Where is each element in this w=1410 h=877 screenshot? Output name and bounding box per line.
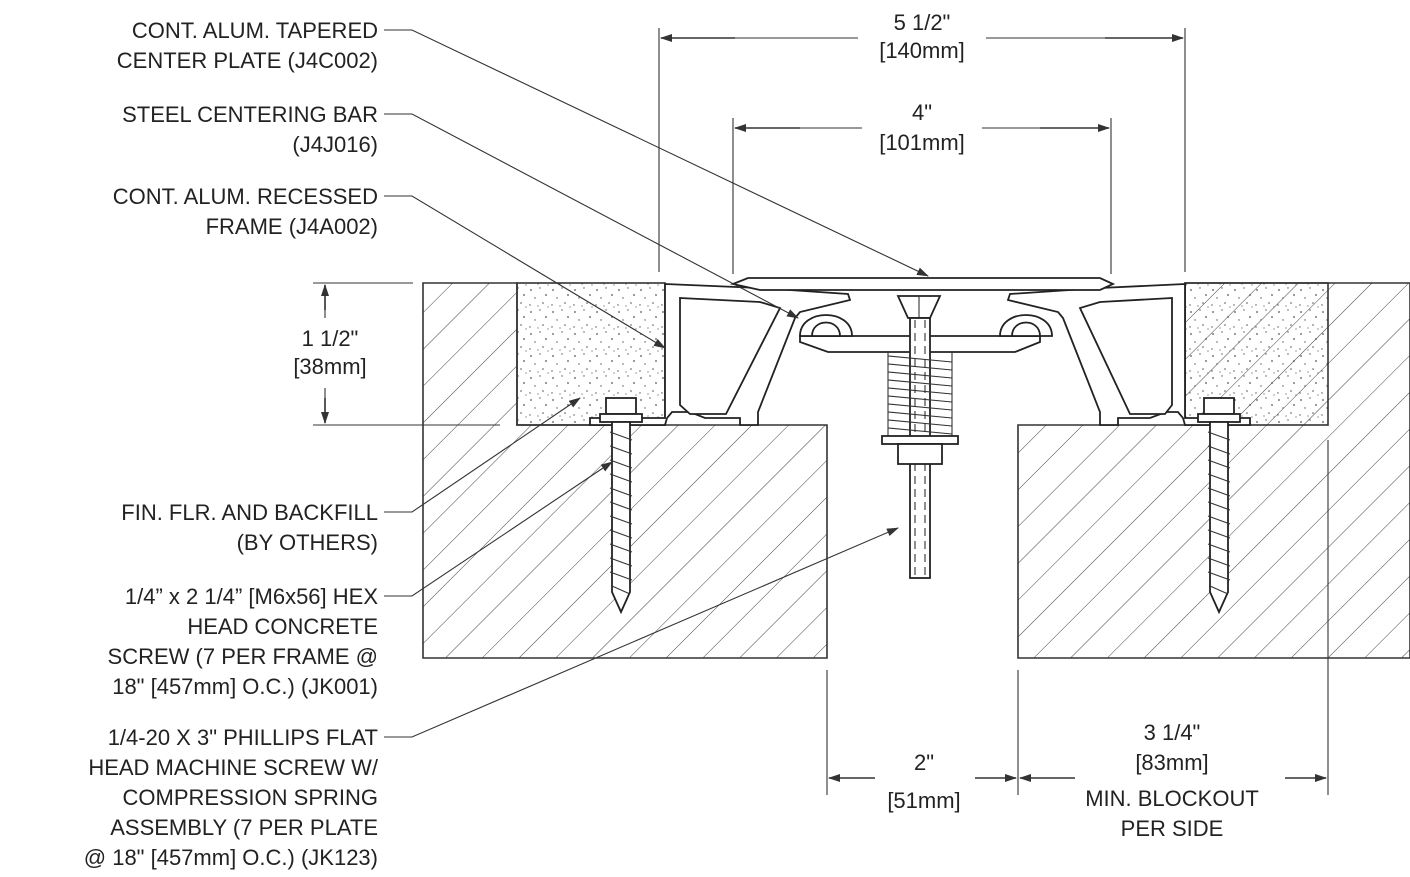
dim-plate-width-value: 4" [912, 100, 932, 125]
callout-recessed-frame-line-1: CONT. ALUM. RECESSED [113, 184, 378, 209]
compression-spring [887, 352, 953, 436]
dim-plate-width-metric: [101mm] [879, 130, 965, 155]
recessed-frame-right [1006, 283, 1251, 426]
callout-recessed-frame-line-2: FRAME (J4A002) [206, 214, 378, 239]
dim-blockout-note-1: MIN. BLOCKOUT [1085, 786, 1259, 811]
concrete-screw-left [599, 397, 643, 615]
dim-gap-metric: [51mm] [887, 788, 960, 813]
dim-blockout: 3 1/4" [83mm] MIN. BLOCKOUT PER SIDE [1085, 720, 1259, 841]
dim-blockout-metric: [83mm] [1135, 750, 1208, 775]
callout-centering-bar: STEEL CENTERING BAR (J4J016) [122, 102, 378, 157]
callout-recessed-frame: CONT. ALUM. RECESSED FRAME (J4A002) [113, 184, 378, 239]
center-machine-screw [881, 295, 959, 579]
callout-machine-screw-line-1: 1/4-20 X 3" PHILLIPS FLAT [108, 725, 378, 750]
callout-backfill-line-1: FIN. FLR. AND BACKFILL [121, 500, 378, 525]
callout-center-plate-line-2: CENTER PLATE (J4C002) [117, 48, 378, 73]
dim-overall-width-metric: [140mm] [879, 38, 965, 63]
dim-blockout-note-2: PER SIDE [1121, 816, 1224, 841]
callout-machine-screw-line-5: @ 18" [457mm] O.C.) (JK123) [84, 845, 378, 870]
dim-depth-metric: [38mm] [293, 354, 366, 379]
dim-overall-width: 5 1/2" [140mm] [879, 10, 965, 63]
callout-concrete-screw-line-3: SCREW (7 PER FRAME @ [108, 644, 378, 669]
dim-depth-value: 1 1/2" [302, 326, 359, 351]
callout-machine-screw: 1/4-20 X 3" PHILLIPS FLAT HEAD MACHINE S… [84, 725, 379, 870]
dim-plate-width: 4" [101mm] [879, 100, 965, 155]
dim-depth: 1 1/2" [38mm] [293, 326, 366, 379]
callout-machine-screw-line-4: ASSEMBLY (7 PER PLATE [110, 815, 378, 840]
recessed-frame-left [589, 283, 852, 426]
callout-backfill: FIN. FLR. AND BACKFILL (BY OTHERS) [121, 500, 378, 555]
callout-center-plate-line-1: CONT. ALUM. TAPERED [132, 18, 378, 43]
dim-blockout-value: 3 1/4" [1144, 720, 1201, 745]
callout-center-plate: CONT. ALUM. TAPERED CENTER PLATE (J4C002… [117, 18, 378, 73]
callout-centering-bar-line-1: STEEL CENTERING BAR [122, 102, 378, 127]
callout-machine-screw-line-2: HEAD MACHINE SCREW W/ [88, 755, 379, 780]
callout-machine-screw-line-3: COMPRESSION SPRING [123, 785, 378, 810]
concrete-screw-right [1197, 397, 1241, 615]
dim-gap-value: 2" [914, 750, 934, 775]
backfill-left [516, 282, 666, 426]
callout-concrete-screw: 1/4” x 2 1/4” [M6x56] HEX HEAD CONCRETE … [108, 584, 379, 699]
leader-lines [384, 29, 929, 738]
callout-centering-bar-line-2: (J4J016) [292, 132, 378, 157]
dimension-lines [313, 28, 1329, 795]
callout-concrete-screw-line-2: HEAD CONCRETE [187, 614, 378, 639]
dim-overall-width-value: 5 1/2" [894, 10, 951, 35]
callout-concrete-screw-line-1: 1/4” x 2 1/4” [M6x56] HEX [125, 584, 378, 609]
tapered-center-plate [729, 277, 1116, 291]
callout-backfill-line-2: (BY OTHERS) [237, 530, 378, 555]
callout-concrete-screw-line-4: 18" [457mm] O.C.) (JK001) [112, 674, 378, 699]
dim-gap: 2" [51mm] [887, 750, 960, 813]
